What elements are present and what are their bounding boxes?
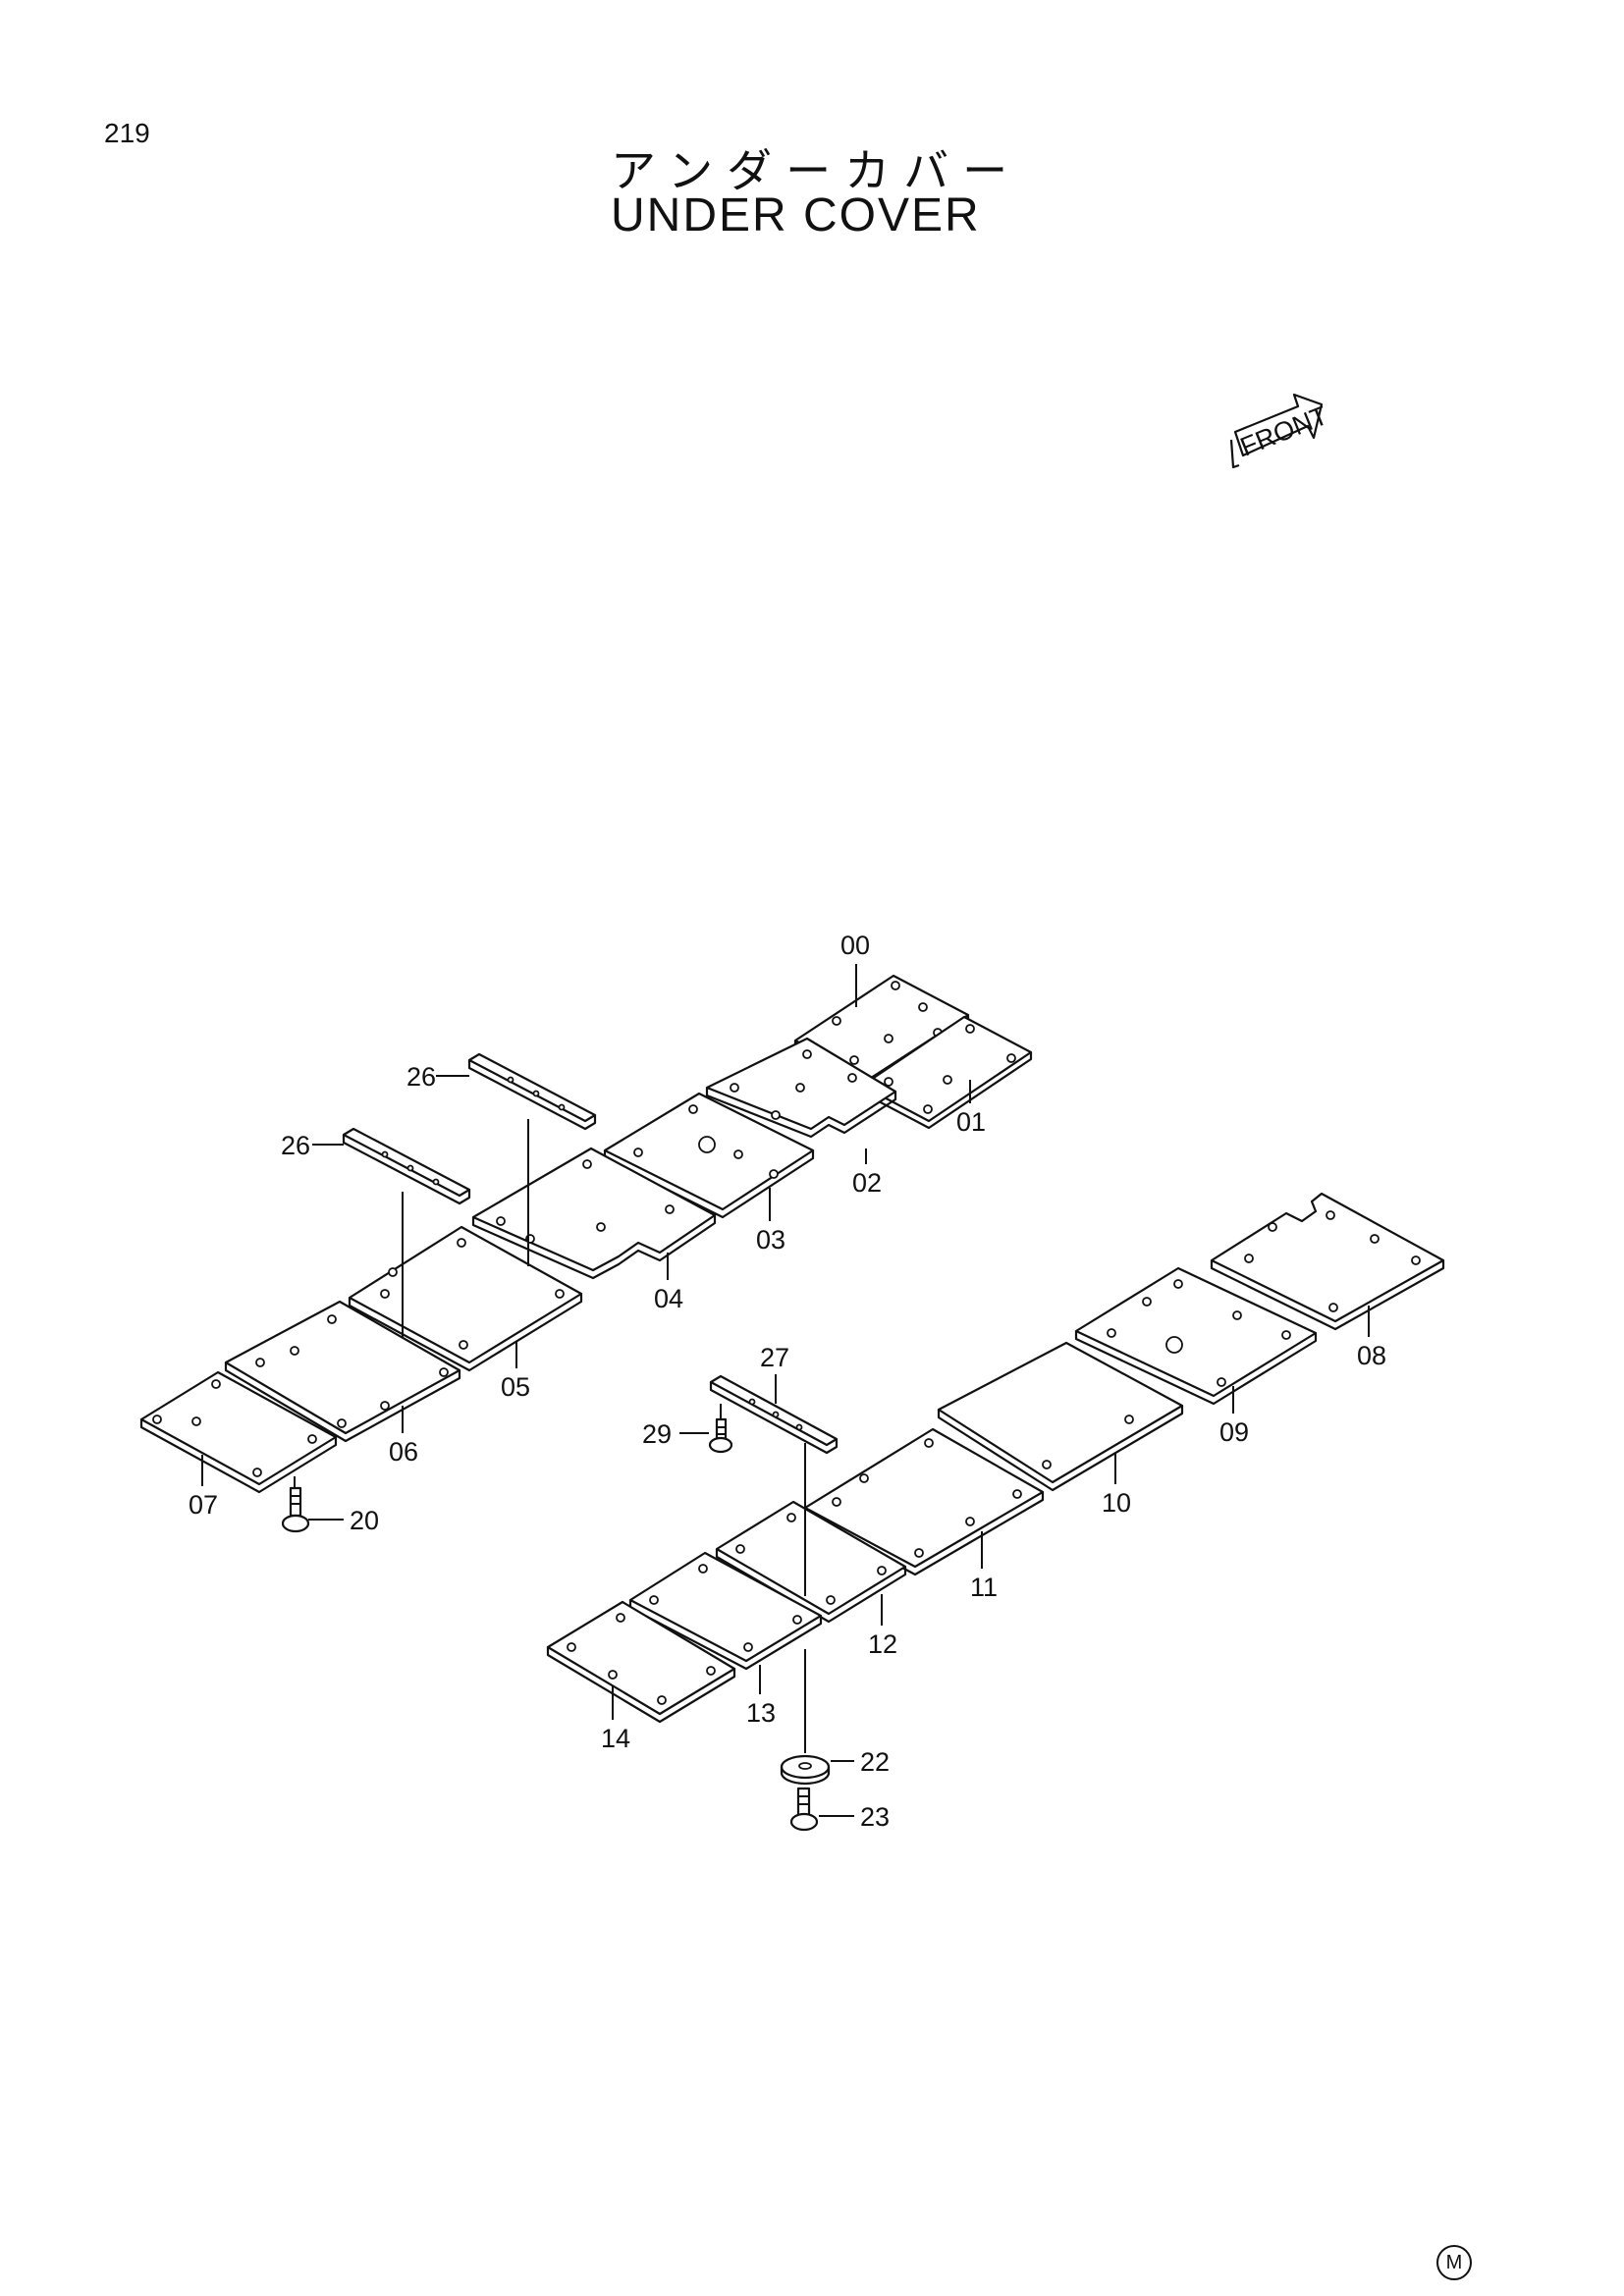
label-29: 29 xyxy=(642,1419,672,1449)
label-04: 04 xyxy=(654,1284,683,1313)
plate-14 xyxy=(546,1600,736,1724)
bracket-26-upper xyxy=(467,1052,597,1131)
plate-02 xyxy=(705,1037,897,1139)
plate-04 xyxy=(471,1147,717,1280)
plate-13 xyxy=(628,1551,823,1671)
label-08: 08 xyxy=(1357,1341,1386,1370)
plate-12 xyxy=(715,1500,907,1624)
label-11: 11 xyxy=(970,1573,998,1602)
title-english: UNDER COVER xyxy=(611,189,981,241)
bracket-26-lower xyxy=(342,1127,471,1205)
plate-06 xyxy=(224,1300,461,1443)
label-20: 20 xyxy=(350,1506,379,1535)
front-arrow-icon: FRONT xyxy=(1229,393,1331,469)
bolt-20-icon xyxy=(281,1486,310,1533)
washer-22-icon xyxy=(780,1754,831,1786)
plate-11 xyxy=(803,1427,1045,1576)
label-00: 00 xyxy=(840,931,870,960)
plate-07 xyxy=(139,1370,338,1494)
label-27: 27 xyxy=(760,1343,789,1372)
plate-05 xyxy=(348,1225,583,1372)
label-26-lower: 26 xyxy=(281,1131,310,1160)
m-mark: M xyxy=(1436,2245,1472,2280)
page-number: 219 xyxy=(104,118,150,148)
title-japanese: アンダーカバー xyxy=(611,144,1022,197)
label-22: 22 xyxy=(860,1747,890,1777)
label-14: 14 xyxy=(601,1724,630,1753)
label-12: 12 xyxy=(868,1629,897,1659)
label-23: 23 xyxy=(860,1802,890,1832)
front-label: FRONT xyxy=(1236,400,1331,462)
label-01: 01 xyxy=(956,1107,986,1137)
plate-09 xyxy=(1074,1266,1318,1406)
bolt-29-icon xyxy=(708,1417,733,1454)
label-07: 07 xyxy=(189,1490,218,1520)
bracket-27 xyxy=(709,1374,839,1455)
label-02: 02 xyxy=(852,1168,882,1198)
label-26-upper: 26 xyxy=(406,1062,436,1092)
label-06: 06 xyxy=(389,1437,418,1467)
plate-10 xyxy=(937,1341,1184,1492)
label-10: 10 xyxy=(1102,1488,1131,1518)
label-03: 03 xyxy=(756,1225,785,1255)
label-05: 05 xyxy=(501,1372,530,1402)
label-13: 13 xyxy=(746,1698,776,1728)
bolt-23-icon xyxy=(789,1787,819,1832)
plate-08 xyxy=(1210,1192,1445,1331)
label-09: 09 xyxy=(1219,1417,1249,1447)
leader-lines xyxy=(201,964,1370,1817)
plate-01 xyxy=(860,1015,1033,1130)
